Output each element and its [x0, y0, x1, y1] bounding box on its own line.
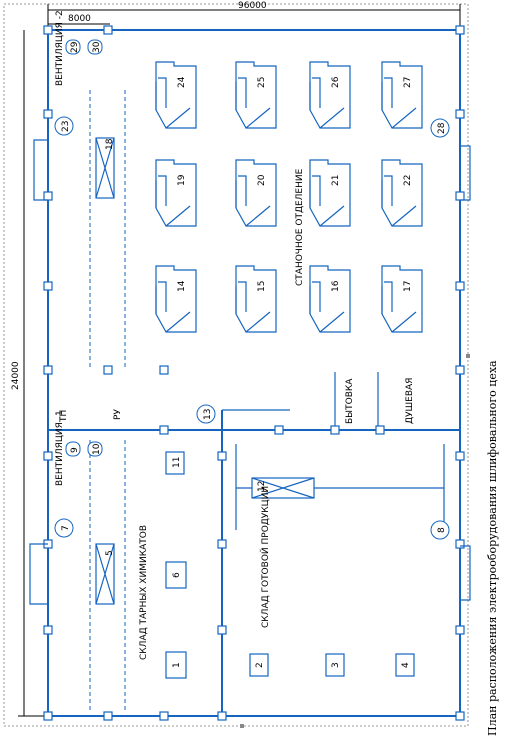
machine-27: 27	[381, 61, 423, 129]
svg-text:8: 8	[437, 527, 447, 533]
box-6: 6	[165, 561, 187, 589]
machine-15: 15	[235, 265, 277, 333]
svg-text:1: 1	[172, 662, 182, 668]
ru-label: РУ	[113, 409, 123, 420]
machine-shop-label: СТАНОЧНОЕ ОТДЕЛЕНИЕ	[295, 168, 305, 286]
circle-29: 29	[65, 39, 81, 55]
svg-text:23: 23	[61, 121, 71, 132]
circle-28: 28	[430, 118, 450, 138]
vent-unit-label: ТП	[59, 410, 69, 423]
machine-label: 25	[257, 77, 267, 88]
machine-24: 24	[155, 61, 197, 129]
svg-text:6: 6	[172, 572, 182, 578]
circle-30: 30	[87, 39, 103, 55]
crane-12: 12	[251, 477, 315, 499]
svg-text:5: 5	[105, 550, 115, 556]
machine-label: 19	[177, 174, 187, 186]
finished-storage-label: СКЛАД ГОТОВОЙ ПРОДУКЦИИ	[259, 486, 271, 628]
machine-label: 17	[403, 281, 413, 292]
columns	[43, 25, 465, 721]
circle-10: 10	[87, 441, 103, 457]
machine-label: 21	[331, 175, 341, 186]
machine-label: 27	[403, 77, 413, 88]
box-1: 1	[165, 651, 187, 679]
box-2: 2	[249, 653, 269, 677]
circle-13: 13	[196, 404, 216, 424]
svg-text:28: 28	[437, 122, 447, 134]
circle-7: 7	[54, 518, 74, 538]
svg-text:9: 9	[70, 447, 80, 453]
width-dimension: 96000	[238, 1, 267, 11]
machine-label: 20	[257, 174, 267, 186]
svg-text:29: 29	[70, 41, 80, 53]
vent2-label: ВЕНТИЛЯЦИЯ -2	[55, 10, 65, 86]
bay-dimension: 8000	[68, 14, 91, 24]
length-dimension: 24000	[11, 361, 21, 390]
resize-handle[interactable]	[466, 354, 470, 358]
box-3: 3	[325, 653, 345, 677]
circle-23: 23	[54, 116, 74, 136]
machine-17: 17	[381, 265, 423, 333]
box-4: 4	[395, 653, 415, 677]
machine-22: 22	[381, 159, 423, 227]
machine-21: 21	[309, 159, 351, 227]
svg-text:18: 18	[105, 138, 115, 150]
machine-label: 26	[331, 76, 341, 88]
crane-5: 5	[95, 543, 115, 605]
selection-frame	[3, 3, 469, 727]
resize-handle[interactable]	[240, 724, 244, 728]
machine-25: 25	[235, 61, 277, 129]
vent1-label: ВЕНТИЛЯЦИЯ -1	[55, 410, 65, 486]
drawing-caption: План расположения электрооборудования шл…	[486, 360, 499, 736]
machine-20: 20	[235, 159, 277, 227]
svg-text:2: 2	[255, 662, 265, 668]
svg-text:30: 30	[92, 41, 102, 53]
machine-16: 16	[309, 265, 351, 333]
machine-26: 26	[309, 61, 351, 129]
box-11: 11	[165, 451, 185, 475]
svg-text:7: 7	[61, 525, 71, 531]
chem-storage-label: СКЛАД ТАРНЫХ ХИМИКАТОВ	[139, 525, 149, 660]
machine-19: 19	[155, 159, 197, 227]
svg-text:13: 13	[203, 409, 213, 420]
crane-18: 18	[95, 137, 115, 199]
machine-14: 14	[155, 265, 197, 333]
machine-label: 22	[403, 175, 413, 186]
svg-text:3: 3	[331, 662, 341, 668]
circle-9: 9	[65, 441, 81, 457]
household-label: БЫТОВКА	[345, 378, 355, 424]
shower-label: ДУШЕВАЯ	[405, 378, 415, 424]
machine-label: 14	[177, 280, 187, 292]
circle-8: 8	[430, 520, 450, 540]
svg-text:4: 4	[401, 662, 411, 668]
svg-text:10: 10	[92, 443, 102, 455]
svg-text:11: 11	[172, 457, 182, 468]
machine-label: 16	[331, 280, 341, 292]
machine-label: 15	[257, 281, 267, 292]
machine-label: 24	[177, 76, 187, 88]
svg-text:12: 12	[257, 481, 267, 492]
